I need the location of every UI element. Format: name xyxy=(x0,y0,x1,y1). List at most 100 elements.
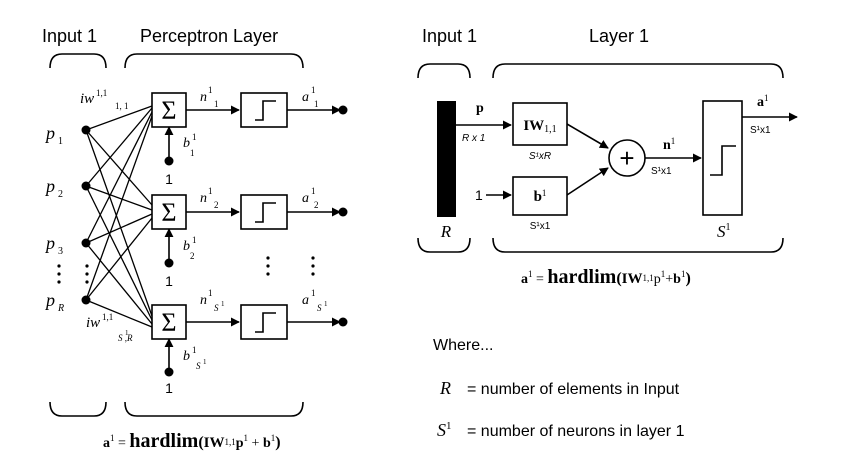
bias-label-2: b 1 2 xyxy=(183,235,197,261)
svg-text:1: 1 xyxy=(192,235,197,245)
right-layer-brace-bottom xyxy=(492,237,784,253)
bias-dim-label: S¹x1 xyxy=(530,221,551,232)
right-layer-label: Layer 1 xyxy=(589,26,649,46)
input-vector-bar xyxy=(437,101,456,217)
p-dim-label: R x 1 xyxy=(462,133,485,144)
bias-node-2 xyxy=(164,258,174,268)
p-label: p xyxy=(476,101,484,116)
left-input-label: Input 1 xyxy=(42,26,97,46)
svg-text:a: a xyxy=(302,293,309,308)
svg-text:b: b xyxy=(183,136,190,151)
bias-one-label: 1 xyxy=(475,187,483,203)
right-input-brace-bottom xyxy=(417,237,471,253)
bias-label-S: b 1 S 1 xyxy=(183,345,207,371)
left-diagram: Input 1 Perceptron Layer p 1 p 2 p 3 p R xyxy=(42,26,348,452)
left-input-brace-top xyxy=(49,53,107,69)
svg-text:S: S xyxy=(196,361,201,371)
svg-text:1: 1 xyxy=(311,186,316,196)
svg-text:iw: iw xyxy=(80,91,94,107)
svg-text:1: 1 xyxy=(324,300,328,308)
input-label-p2: p 2 xyxy=(44,176,63,200)
svg-text:1: 1 xyxy=(125,329,129,337)
neuron-2: Σ n 1 2 a 1 2 b 1 2 1 xyxy=(151,186,348,289)
svg-text:n: n xyxy=(200,191,207,206)
bias-vector-box xyxy=(512,176,568,216)
svg-text:1: 1 xyxy=(311,288,316,298)
left-formula: a1 = hardlim(IW1,1p1 + b1) xyxy=(103,430,281,452)
svg-text:p: p xyxy=(44,123,55,143)
svg-text:n: n xyxy=(200,293,207,308)
hardlim-box-2 xyxy=(240,194,288,230)
hardlim-transfer-icon xyxy=(710,145,736,176)
svg-text:1: 1 xyxy=(208,288,213,298)
hardlim-icon-2 xyxy=(255,202,276,223)
svg-text:R: R xyxy=(439,378,451,398)
svg-text:2: 2 xyxy=(314,200,319,210)
svg-text:b: b xyxy=(183,239,190,254)
weight-label-bottom: iw 1,1 S ,R 1 xyxy=(86,312,133,343)
svg-text:p: p xyxy=(44,290,55,310)
svg-text:S ,R: S ,R xyxy=(118,333,133,343)
weight-dim-label: S¹xR xyxy=(529,151,551,162)
output-label-2: a 1 2 xyxy=(302,186,319,210)
svg-text:1: 1 xyxy=(203,358,207,366)
input-node-pR xyxy=(81,295,91,305)
output-node-1 xyxy=(338,105,348,115)
svg-text:1: 1 xyxy=(214,99,219,109)
svg-text:n: n xyxy=(200,90,207,105)
svg-text:2: 2 xyxy=(190,251,195,261)
net-input-label-S: n 1 S 1 xyxy=(200,288,225,313)
svg-text:2: 2 xyxy=(214,200,219,210)
net-input-label: n1 xyxy=(663,136,675,153)
weight-matrix-box xyxy=(512,102,568,146)
input-nodes xyxy=(81,125,91,305)
svg-text:a: a xyxy=(302,90,309,105)
input-label-pR: p R xyxy=(44,290,64,314)
output-node-2 xyxy=(338,207,348,217)
bias-one-1: 1 xyxy=(165,171,173,187)
svg-text:1: 1 xyxy=(311,85,316,95)
net-input-dim-label: S¹x1 xyxy=(651,166,672,177)
plus-symbol: + xyxy=(619,143,634,173)
left-layer-label: Perceptron Layer xyxy=(140,26,278,46)
output-dim-label: S¹x1 xyxy=(750,125,771,136)
svg-text:b: b xyxy=(183,349,190,364)
bias-vector-label: b1 xyxy=(534,188,547,205)
net-input-label-2: n 1 2 xyxy=(200,186,219,210)
input-label-p3: p 3 xyxy=(44,233,63,257)
hardlim-box-S xyxy=(240,304,288,340)
layer-size-label: S1 xyxy=(717,222,731,241)
legend-where: Where... xyxy=(433,337,493,354)
sum-symbol-2: Σ xyxy=(161,198,176,227)
bias-node-S xyxy=(164,367,174,377)
right-input-label: Input 1 xyxy=(422,26,477,46)
legend-item-R: R = number of elements in Input xyxy=(439,378,680,398)
bias-one-S: 1 xyxy=(165,380,173,396)
svg-text:= number of elements in Input: = number of elements in Input xyxy=(467,381,680,398)
svg-text:2: 2 xyxy=(58,189,63,200)
hardlim-box-1 xyxy=(240,92,288,128)
hardlim-icon-1 xyxy=(255,100,276,121)
bias-label-1: b 1 1 xyxy=(183,132,197,158)
svg-text:p: p xyxy=(44,233,55,253)
legend-item-S: S1 = number of neurons in layer 1 xyxy=(437,420,685,440)
output-label-S: a 1 S 1 xyxy=(302,288,328,313)
weight-label-top: iw 1,1 1, 1 xyxy=(80,88,129,111)
svg-text:1: 1 xyxy=(208,186,213,196)
input-weight-connections xyxy=(85,105,153,328)
sum-symbol-1: Σ xyxy=(161,96,176,125)
svg-text:1: 1 xyxy=(314,99,319,109)
svg-text:1,1: 1,1 xyxy=(102,312,113,322)
svg-text:3: 3 xyxy=(58,246,63,257)
right-diagram: Input 1 Layer 1 R p R x 1 1 IW1,1 S¹xR b… xyxy=(417,26,798,288)
svg-text:R: R xyxy=(57,303,64,314)
svg-text:S: S xyxy=(317,303,322,313)
input-node-p3 xyxy=(81,238,91,248)
right-input-brace-top xyxy=(417,63,471,79)
neuron-1: Σ n 1 1 a 1 1 b 1 1 1 xyxy=(151,85,348,187)
svg-text:p: p xyxy=(44,176,55,196)
svg-text:1: 1 xyxy=(192,345,197,355)
svg-text:S1: S1 xyxy=(437,420,452,440)
svg-text:1, 1: 1, 1 xyxy=(115,101,129,111)
